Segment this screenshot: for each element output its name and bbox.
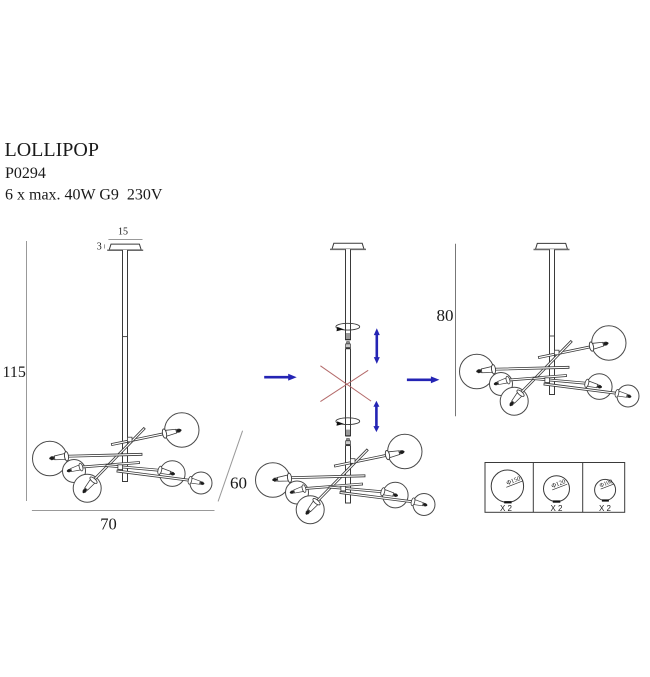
svg-text:115: 115 — [2, 364, 25, 381]
svg-text:X 2: X 2 — [500, 504, 513, 513]
svg-text:15: 15 — [118, 226, 128, 237]
svg-text:Φ120: Φ120 — [551, 478, 567, 490]
svg-text:Φ150: Φ150 — [506, 475, 522, 487]
svg-text:6 x max. 40W G9 230V: 6 x max. 40W G9 230V — [5, 186, 163, 203]
svg-text:LOLLIPOP: LOLLIPOP — [5, 139, 99, 161]
svg-text:Φ100: Φ100 — [599, 479, 614, 489]
svg-text:P0294: P0294 — [5, 165, 46, 182]
svg-text:X 2: X 2 — [550, 504, 563, 513]
svg-text:70: 70 — [100, 515, 117, 534]
svg-text:80: 80 — [437, 306, 454, 325]
svg-text:60: 60 — [230, 473, 247, 492]
svg-text:X 2: X 2 — [599, 504, 612, 513]
svg-text:3: 3 — [97, 241, 102, 252]
